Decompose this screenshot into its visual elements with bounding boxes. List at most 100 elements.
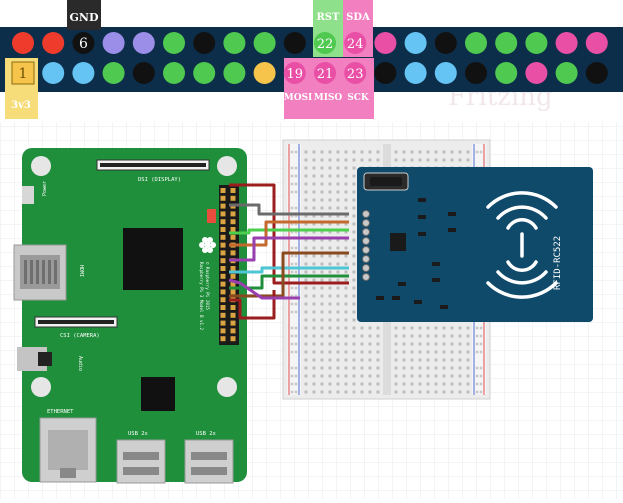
pin-marker — [314, 32, 336, 54]
pin-marker — [374, 32, 397, 54]
bb-rail-hole — [290, 310, 294, 314]
bb-hole — [320, 190, 324, 194]
csi-slot — [38, 320, 114, 324]
bb-hole — [312, 206, 316, 210]
gpio-pin — [230, 234, 236, 240]
bb-hole — [360, 350, 364, 354]
bb-hole — [352, 182, 356, 186]
bb-hole — [352, 262, 356, 266]
bb-hole — [360, 342, 364, 346]
bb-rail-hole — [290, 166, 294, 170]
bb-hole — [410, 366, 414, 370]
bb-rail-hole — [475, 382, 479, 386]
mount-hole — [217, 156, 237, 176]
bb-hole — [344, 358, 348, 362]
bb-hole — [442, 390, 446, 394]
ethernet-clip — [60, 468, 76, 478]
pin-marker — [102, 62, 125, 84]
bb-hole — [376, 342, 380, 346]
pin-marker — [495, 32, 518, 54]
bb-hole — [418, 342, 422, 346]
bb-hole — [320, 366, 324, 370]
bb-hole — [328, 150, 332, 154]
bb-rail-hole — [479, 334, 483, 338]
bb-hole — [304, 302, 308, 306]
bb-hole — [304, 358, 308, 362]
power-label: Power — [42, 181, 48, 196]
bb-hole — [336, 310, 340, 314]
rfid-pin — [362, 228, 370, 236]
bb-hole — [312, 246, 316, 250]
pin-marker — [253, 32, 276, 54]
bb-hole — [328, 174, 332, 178]
bb-rail-hole — [290, 366, 294, 370]
gpio-pin — [220, 227, 226, 232]
pin-marker — [11, 61, 35, 85]
bb-rail-hole — [475, 342, 479, 346]
smd-component — [432, 278, 440, 282]
bb-hole — [328, 246, 332, 250]
bb-rail-hole — [479, 342, 483, 346]
gpio-pin — [220, 273, 226, 279]
bb-hole — [402, 358, 406, 362]
bb-hole — [442, 334, 446, 338]
gpio-pin — [220, 305, 226, 310]
bb-hole — [320, 278, 324, 282]
bb-hole — [312, 198, 316, 202]
smd-component — [398, 282, 406, 286]
wire-gnd — [229, 203, 349, 216]
bb-hole — [320, 238, 324, 242]
bb-hole — [418, 366, 422, 370]
bb-hole — [312, 262, 316, 266]
pin-marker — [163, 62, 185, 84]
bb-rail-hole — [294, 182, 298, 186]
bb-hole — [466, 326, 470, 330]
bb-rail-hole — [294, 286, 298, 290]
bb-hole — [336, 238, 340, 242]
bb-hole — [434, 358, 438, 362]
bb-hole — [394, 326, 398, 330]
bb-hole — [410, 358, 414, 362]
bb-hole — [368, 350, 372, 354]
bb-hole — [344, 246, 348, 250]
bb-hole — [320, 262, 324, 266]
bb-hole — [426, 334, 430, 338]
bb-hole — [360, 390, 364, 394]
bb-hole — [320, 326, 324, 330]
pin-marker — [585, 32, 608, 54]
bb-rail-hole — [294, 166, 298, 170]
rfid-chip — [390, 233, 406, 251]
bb-hole — [312, 182, 316, 186]
bb-hole — [328, 366, 332, 370]
bb-rail-hole — [294, 294, 298, 298]
bb-hole — [320, 150, 324, 154]
bb-hole — [402, 326, 406, 330]
bb-hole — [450, 150, 454, 154]
bb-hole — [328, 294, 332, 298]
bb-hole — [312, 318, 316, 322]
bb-hole — [320, 342, 324, 346]
bb-hole — [344, 382, 348, 386]
hdmi-pin — [54, 260, 57, 284]
bb-hole — [352, 190, 356, 194]
bb-hole — [336, 206, 340, 210]
bb-hole — [450, 342, 454, 346]
bb-hole — [402, 350, 406, 354]
bb-hole — [368, 150, 372, 154]
gpio-pin — [220, 211, 226, 217]
bb-rail-hole — [294, 150, 298, 154]
raspberry-logo — [199, 237, 216, 253]
bb-hole — [458, 326, 462, 330]
pin-marker — [72, 62, 95, 84]
bb-hole — [394, 358, 398, 362]
bb-rail-hole — [294, 350, 298, 354]
crystal-inner — [370, 177, 402, 186]
bb-hole — [458, 382, 462, 386]
bb-hole — [458, 358, 462, 362]
bb-hole — [418, 334, 422, 338]
smd-component — [376, 296, 384, 300]
bb-hole — [466, 382, 470, 386]
bb-hole — [450, 366, 454, 370]
bb-hole — [442, 326, 446, 330]
bb-rail-hole — [294, 214, 298, 218]
